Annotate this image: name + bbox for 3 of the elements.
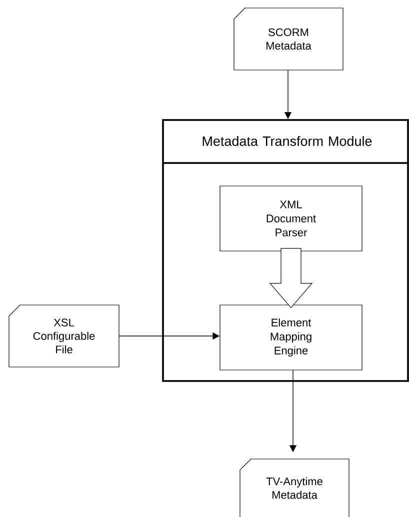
process-box: Element Mapping Engine (220, 304, 362, 370)
process-box: XML Document Parser (220, 186, 362, 252)
block-arrow (269, 248, 313, 308)
